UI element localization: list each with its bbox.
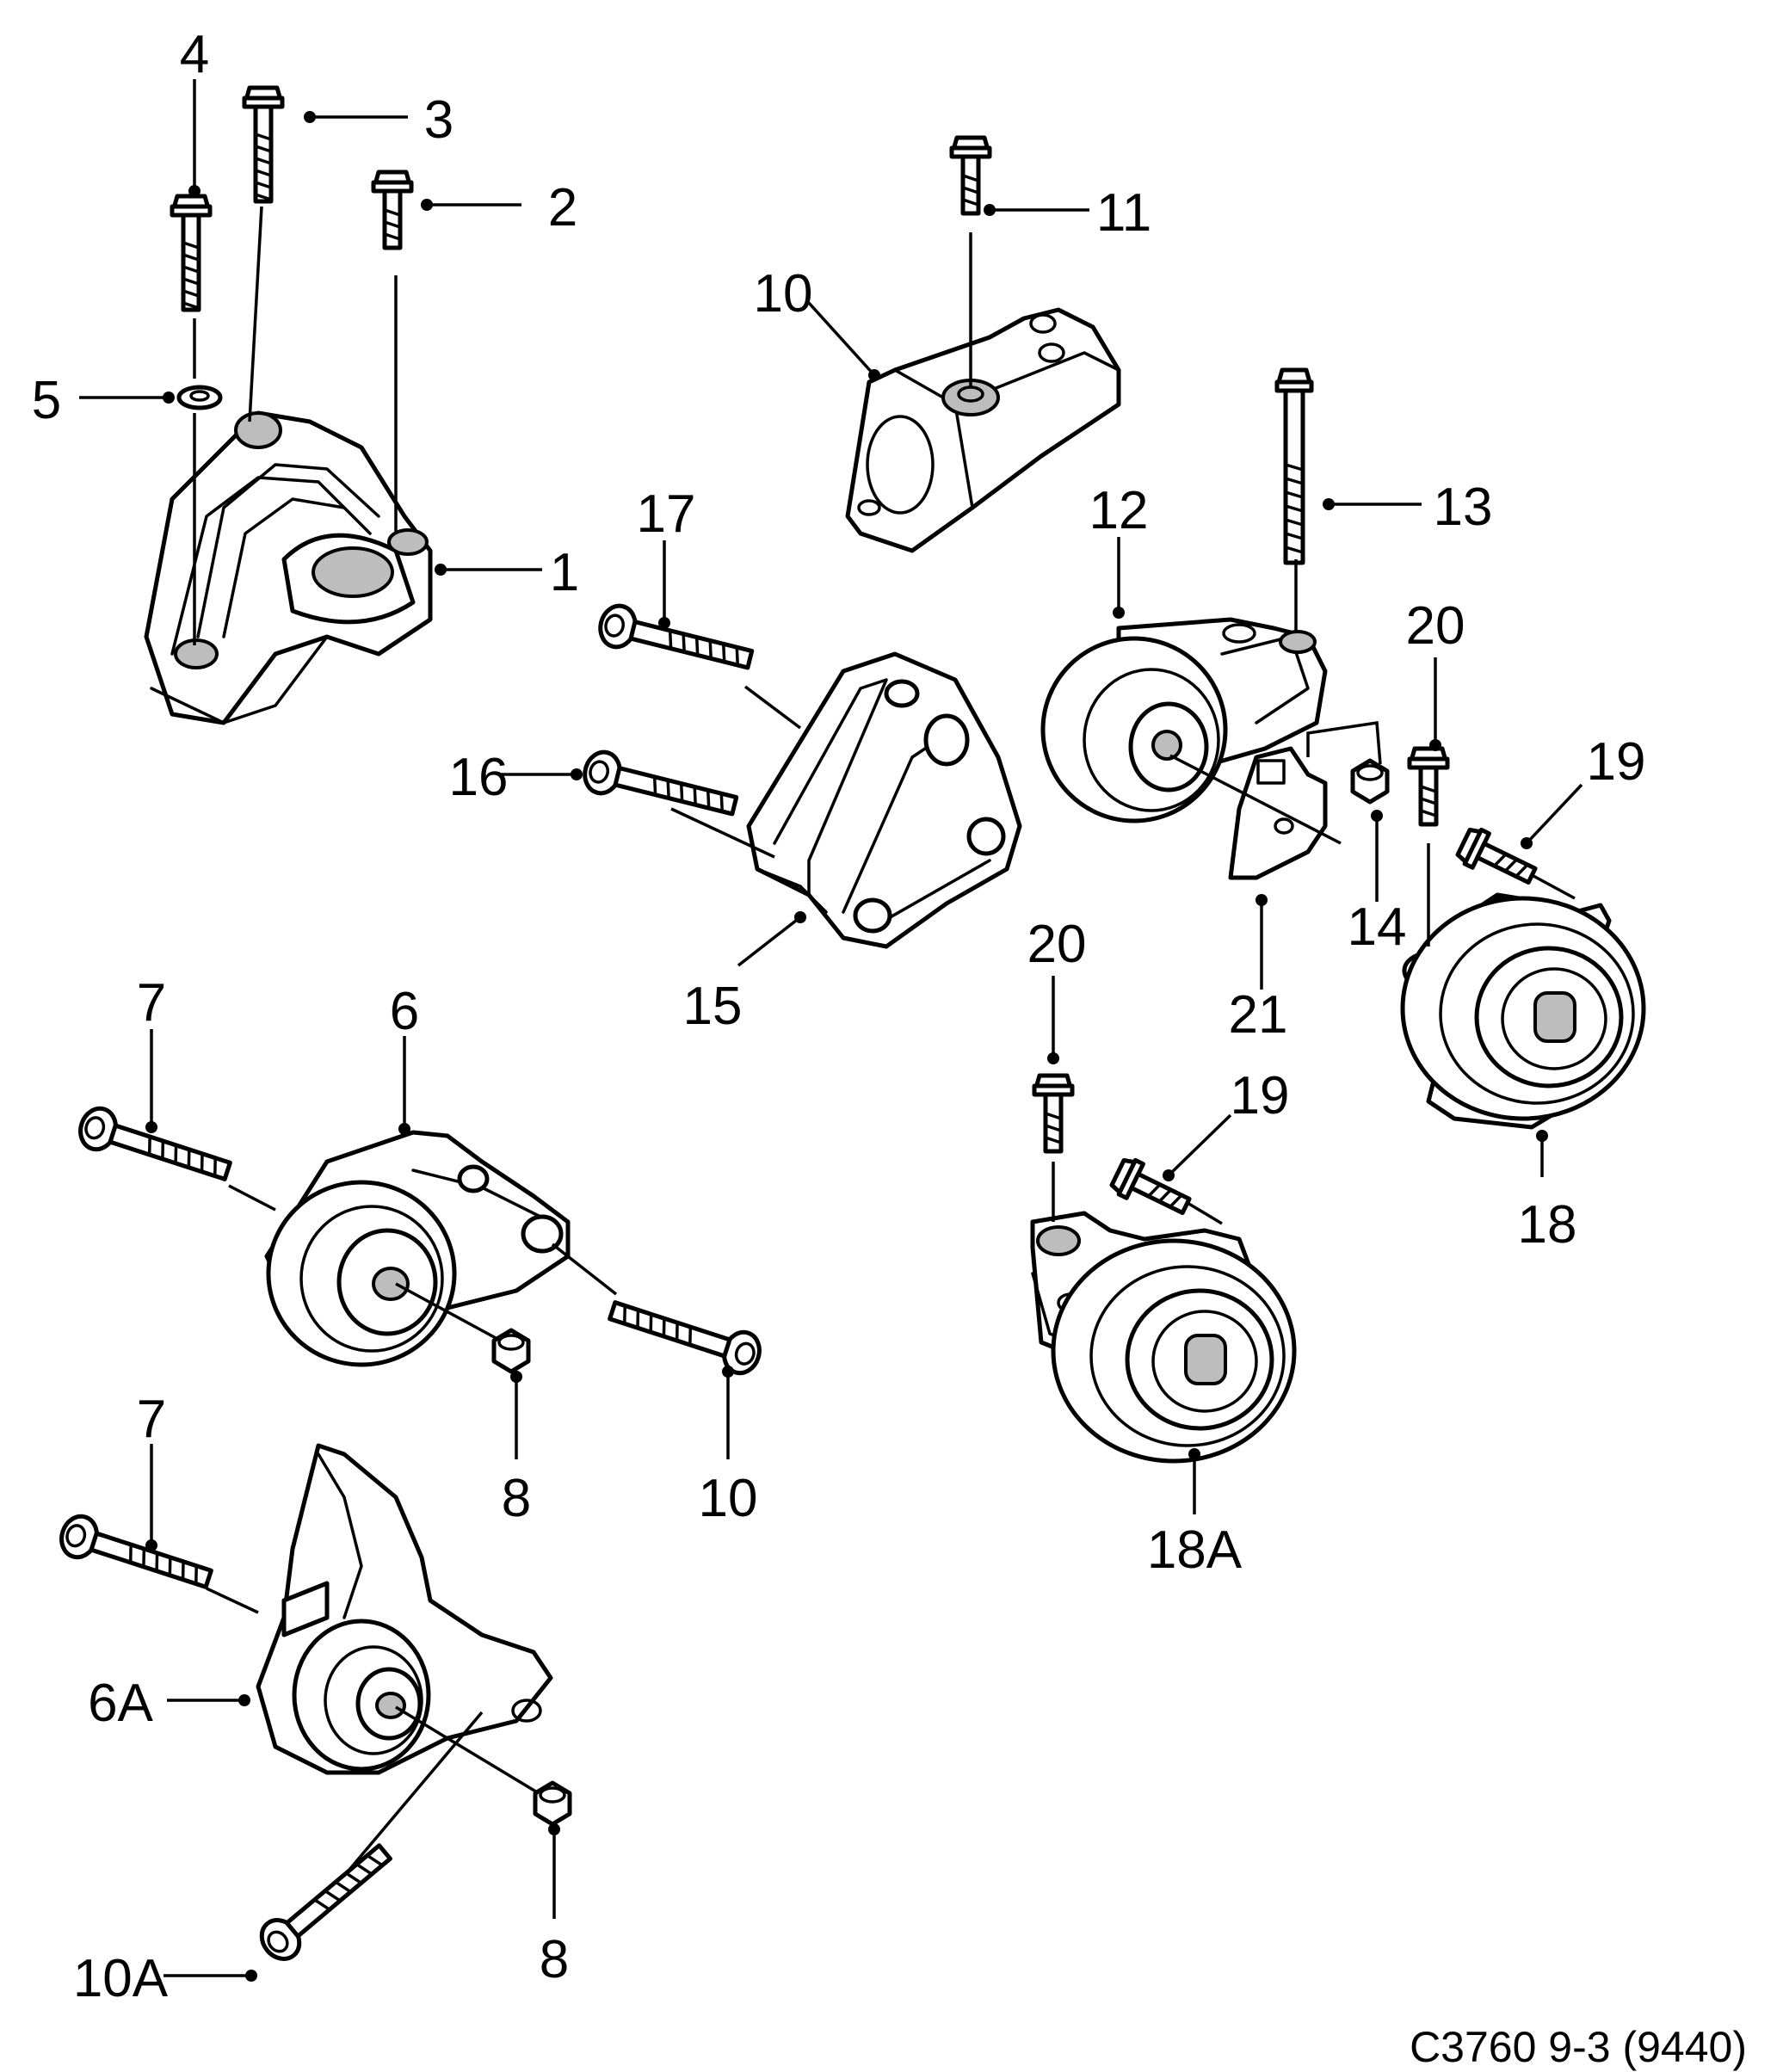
- callout-18A: 18A: [1147, 1520, 1243, 1580]
- callout-20-upper: 20: [1406, 596, 1465, 656]
- bolt-10-lower-right: [606, 1291, 764, 1378]
- bolt-2: [373, 172, 411, 248]
- bolt-20-lower: [1034, 1076, 1072, 1151]
- callout-3: 3: [424, 90, 453, 150]
- callout-19-lower: 19: [1231, 1066, 1290, 1125]
- callout-10-top: 10: [754, 264, 813, 324]
- bolt-10A: [254, 1836, 398, 1966]
- callout-7-upper: 7: [137, 973, 166, 1033]
- nut-14: [1353, 761, 1387, 802]
- callout-16: 16: [449, 748, 509, 807]
- part-12-mount: [1040, 617, 1328, 823]
- bolt-7-upper: [76, 1104, 234, 1191]
- callout-4: 4: [180, 25, 209, 84]
- bolt-19-lower: [1109, 1156, 1194, 1223]
- part-6-mount: [264, 1130, 571, 1367]
- callout-6A: 6A: [88, 1674, 153, 1733]
- nut-8-lower: [535, 1783, 570, 1824]
- bolt-3: [244, 88, 282, 201]
- nut-8-upper: [494, 1330, 528, 1372]
- callout-labels: 4 3 2 5 1 11 10 17 16 15 12 13 20 19 14 …: [32, 25, 1646, 2008]
- callout-20-lower: 20: [1027, 915, 1087, 974]
- callout-5: 5: [32, 371, 61, 430]
- bolt-4: [172, 196, 210, 310]
- callout-19-upper: 19: [1587, 732, 1646, 792]
- callout-18: 18: [1518, 1195, 1577, 1255]
- callout-8-upper: 8: [502, 1469, 531, 1528]
- bolt-13: [1274, 367, 1314, 565]
- callout-21: 21: [1229, 985, 1288, 1045]
- callout-1: 1: [550, 543, 579, 602]
- callout-10-lower: 10: [699, 1469, 758, 1528]
- bolt-7-lower: [57, 1512, 215, 1599]
- bolt-19-upper: [1455, 825, 1539, 892]
- callout-6: 6: [390, 982, 419, 1041]
- diagram-reference-code: C3760 9-3 (9440): [1410, 2023, 1747, 2071]
- part-6A-mount: [256, 1443, 553, 1775]
- callout-14: 14: [1348, 897, 1407, 957]
- callout-13: 13: [1434, 478, 1493, 537]
- bolt-16: [581, 749, 739, 826]
- callout-11: 11: [1096, 183, 1151, 243]
- part-10-bracket: [845, 307, 1121, 553]
- callout-15: 15: [683, 977, 743, 1036]
- bolt-11: [952, 138, 990, 213]
- washer-5: [176, 385, 223, 410]
- callout-17: 17: [637, 484, 696, 544]
- part-18A-mount: [1030, 1211, 1294, 1461]
- plate-21: [1228, 746, 1328, 880]
- bolt-17: [596, 602, 755, 680]
- part-18-mount: [1403, 892, 1644, 1130]
- callout-2: 2: [548, 178, 577, 237]
- part-1-engine-mount: [144, 410, 433, 725]
- bolt-20-upper: [1410, 749, 1447, 824]
- callout-7-lower: 7: [137, 1390, 166, 1449]
- callout-10A: 10A: [73, 1949, 169, 2008]
- callout-12: 12: [1089, 481, 1149, 540]
- callout-8-lower: 8: [540, 1930, 569, 1989]
- part-15-bracket: [746, 651, 1022, 949]
- callout-leaders: [79, 79, 1583, 1982]
